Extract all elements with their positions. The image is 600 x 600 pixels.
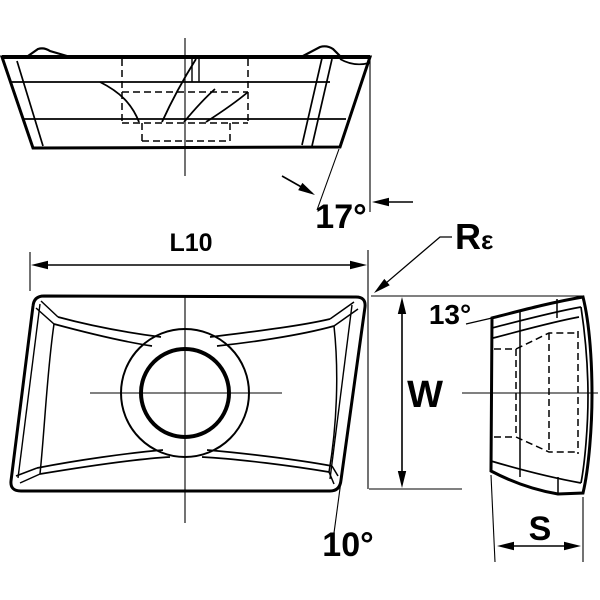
dimension-corner-radius: Rε — [371, 216, 493, 297]
label-angle-17: 17° — [315, 198, 366, 236]
ref-line-slant-13 — [465, 317, 493, 325]
top-view-facet-lines — [16, 57, 333, 147]
side-view-band-lines — [490, 299, 589, 494]
front-view-boss-circle — [120, 328, 250, 458]
ref-line-slant-17 — [316, 148, 340, 211]
top-view — [0, 38, 373, 176]
front-view — [9, 294, 367, 523]
label-corner-radius: Rε — [455, 216, 493, 257]
label-corner-radius-eps: ε — [481, 225, 493, 255]
top-view-right-lip — [302, 45, 342, 58]
label-width-w: W — [407, 374, 443, 416]
front-view-hole-circle — [139, 347, 231, 439]
s-ext-left — [490, 474, 496, 563]
dimension-s: S — [490, 474, 584, 563]
side-view-hidden-lines — [494, 331, 579, 454]
dimension-10deg: 10° — [322, 480, 374, 564]
dimension-13deg: 13° — [429, 299, 493, 330]
top-view-right-lip-under — [339, 58, 370, 66]
label-angle-10: 10° — [322, 526, 373, 564]
label-length-l10: L10 — [169, 229, 212, 257]
top-view-band-lines — [10, 81, 346, 120]
front-view-corner-facets — [15, 300, 359, 485]
dimension-l10: L10 — [29, 229, 369, 489]
front-view-left-inner-edge — [17, 303, 41, 479]
label-thickness-s: S — [529, 510, 552, 548]
top-view-left-lip — [27, 47, 68, 58]
ref-line-slant-10 — [333, 480, 342, 534]
side-view — [462, 295, 598, 496]
front-view-right-inner-edge — [329, 304, 353, 480]
top-view-hidden-lines — [121, 59, 249, 142]
label-angle-13: 13° — [429, 299, 471, 330]
top-view-chipbreaker-curves — [99, 58, 249, 123]
dimension-17deg: 17° — [281, 60, 413, 236]
corner-radius-leader — [378, 236, 452, 290]
front-view-outline — [9, 294, 367, 493]
label-corner-radius-r: R — [455, 216, 481, 257]
dimension-w: W — [369, 295, 584, 490]
